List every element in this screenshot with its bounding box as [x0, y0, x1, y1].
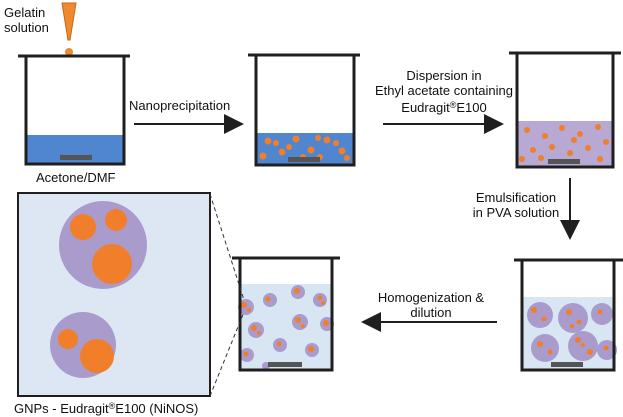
beaker-nanoparticles	[232, 256, 340, 372]
product-label: GNPs - Eudragit®E100 (NiNOS)	[14, 399, 198, 416]
stir-bar	[60, 155, 92, 160]
stir-bar	[551, 362, 583, 367]
pipette-icon	[61, 2, 77, 56]
gelatin-label-line2: solution	[4, 20, 49, 35]
beaker-acetone-dmf	[18, 54, 130, 166]
step-emulsification-label: Emulsification in PVA solution	[466, 190, 566, 220]
beaker-nanoprecipitation	[248, 53, 360, 167]
homogenization-line2: dilution	[410, 305, 452, 320]
registered-mark: ®	[108, 401, 116, 411]
dispersion-line1: Dispersion in	[406, 68, 482, 83]
dispersion-line3-pre: Eudragit	[401, 100, 450, 115]
emulsification-line1: Emulsification	[475, 190, 557, 205]
stir-bar	[288, 157, 320, 162]
gelatin-label-line1: Gelatin	[4, 5, 46, 20]
zoom-inset	[17, 192, 211, 397]
dispersion-line2: Ethyl acetate containing	[374, 83, 514, 98]
beaker-dispersion	[509, 51, 621, 169]
beaker-emulsion	[514, 258, 623, 372]
dispersion-line3-post: E100	[456, 100, 487, 115]
zoom-line-top	[209, 193, 245, 301]
gelatin-label: Gelatin solution	[4, 5, 49, 35]
stir-bar	[268, 362, 302, 367]
step-nanoprecipitation-label: Nanoprecipitation	[129, 98, 231, 113]
step-homogenization-label: Homogenization & dilution	[356, 290, 506, 320]
product-label-post: E100 (NiNOS)	[115, 401, 199, 416]
solvent-label: Acetone/DMF	[36, 170, 116, 185]
dispersion-line3: Eudragit®E100	[360, 98, 528, 115]
homogenization-line1: Homogenization &	[377, 290, 485, 305]
stir-bar	[548, 159, 580, 164]
emulsification-line2: in PVA solution	[472, 205, 560, 220]
product-label-pre: GNPs - Eudragit	[14, 401, 109, 416]
step-dispersion-label: Dispersion in Ethyl acetate containing E…	[360, 68, 528, 115]
registered-mark: ®	[449, 100, 457, 110]
zoom-line-bottom	[209, 311, 245, 397]
